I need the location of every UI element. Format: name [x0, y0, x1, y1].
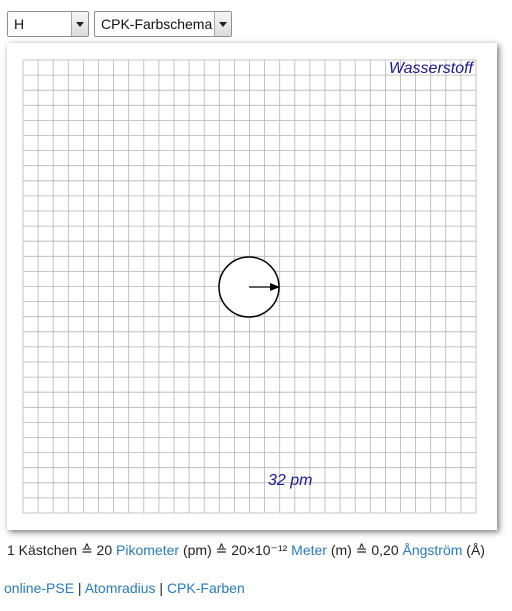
- meter-link[interactable]: Meter: [291, 542, 327, 558]
- color-scheme-select[interactable]: CPK-Farbschema: [94, 11, 232, 37]
- element-select-value: H: [14, 16, 25, 32]
- chevron-down-icon[interactable]: [71, 12, 88, 36]
- cpk-colors-link[interactable]: CPK-Farben: [166, 580, 245, 596]
- atom-viewer: Wasserstoff 32 pm: [7, 43, 497, 530]
- footer-separator: |: [155, 580, 167, 596]
- scale-a-unit: (Å): [462, 542, 485, 558]
- scale-legend: 1 Kästchen ≙ 20 Pikometer (pm) ≙ 20×10⁻¹…: [7, 542, 485, 559]
- footer-separator: |: [74, 580, 85, 596]
- picometer-link[interactable]: Pikometer: [116, 542, 180, 558]
- radius-arrow-icon: [249, 283, 280, 291]
- online-pse-link[interactable]: online-PSE: [4, 580, 75, 596]
- element-name-label: Wasserstoff: [388, 60, 473, 77]
- atomic-radius-link[interactable]: Atomradius: [84, 580, 156, 596]
- footer-links: online-PSE | Atomradius | CPK-Farben: [4, 580, 245, 596]
- atom-grid-canvas: [22, 59, 477, 514]
- scale-pm-unit: (pm) ≙ 20×10⁻¹²: [179, 542, 292, 558]
- color-scheme-select-value: CPK-Farbschema: [101, 16, 213, 32]
- grid-lines: [22, 59, 477, 514]
- angstrom-link[interactable]: Ångström: [402, 542, 463, 558]
- scale-m-unit: (m) ≙ 0,20: [326, 542, 403, 558]
- chevron-down-icon[interactable]: [214, 12, 231, 36]
- radius-label: 32 pm: [268, 472, 313, 489]
- scale-prefix: 1 Kästchen ≙ 20: [7, 542, 117, 558]
- element-select[interactable]: H: [7, 11, 89, 37]
